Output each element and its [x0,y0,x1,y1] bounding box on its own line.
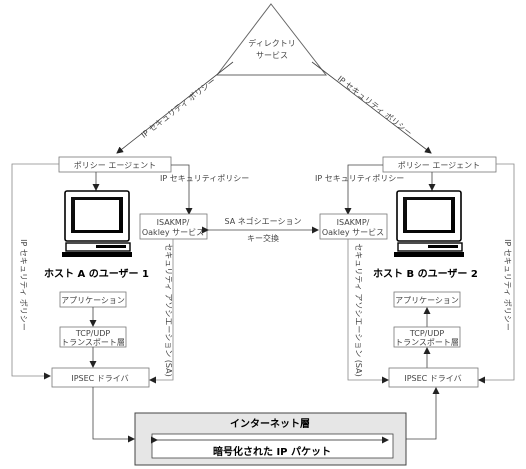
policy-agent-right-label: ポリシー エージェント [398,161,480,170]
left-side-policy-label: IP セキュリティ ポリシー [19,239,28,331]
directory-label-line2: サービス [256,51,288,60]
isakmp-left-line1: ISAKMP/ [157,218,190,227]
left-policy-label: IP セキュリティポリシー [160,174,249,183]
sa-negotiation-label: SA ネゴシエーション [225,216,302,226]
ipsec-right-label: IPSEC ドライバ [404,374,461,383]
right-agent-to-isakmp [344,164,383,215]
policy-agent-left-label: ポリシー エージェント [74,161,156,170]
right-side-policy-line [478,163,515,384]
directory-label-line1: ディレクトリ [248,38,295,48]
host-b-label: ホスト B のユーザー 2 [373,268,478,280]
left-sa-line [149,239,174,384]
internet-to-right-ipsec [406,387,440,440]
policy-agent-left [58,156,172,173]
policy-label-top-right: IP セキュリティ ポリシー [336,74,414,138]
directory-service: ディレクトリ サービス [215,3,328,76]
computer-icon-right [394,190,464,257]
tcp-right-line2: トランスポート層 [395,338,459,347]
key-exchange-label: キー交換 [247,233,279,243]
app-left-label: アプリケーション [61,296,125,305]
policy-arrow-left [116,61,234,154]
internet-layer: インターネット層 暗号化された IP パケット [134,412,407,466]
tcp-left-line2: トランスポート層 [61,338,125,347]
isakmp-left-line2: Oakley サービス [142,228,204,237]
ipsec-left-label: IPSEC ドライバ [71,374,128,383]
right-sa-line [347,239,389,384]
right-sa-label: セキュリティ アソシエーション (SA) [354,243,363,376]
left-sa-label: セキュリティ アソシエーション (SA) [164,243,173,376]
policy-arrow-right [311,61,432,154]
left-ipsec-to-internet [92,387,135,443]
computer-icon-left [62,190,132,257]
isakmp-box-left [139,213,208,240]
tcp-right-line1: TCP/UDP [409,329,445,338]
isakmp-box-right [319,213,388,240]
policy-label-top-left: IP セキュリティ ポリシー [140,76,218,140]
right-side-policy-label: IP セキュリティ ポリシー [503,239,512,331]
left-agent-to-isakmp [171,164,193,215]
tcp-left-line1: TCP/UDP [75,329,111,338]
encrypted-packet-label: 暗号化された IP パケット [213,445,331,458]
isakmp-right-line1: ISAKMP/ [337,218,370,227]
policy-agent-right [382,156,497,173]
app-right-label: アプリケーション [395,296,459,305]
host-a-label: ホスト A のユーザー 1 [44,268,149,280]
isakmp-right-line2: Oakley サービス [322,228,384,237]
right-policy-label: IP セキュリティポリシー [315,174,404,183]
left-side-policy-line [11,163,59,380]
internet-layer-title: インターネット層 [230,418,310,430]
